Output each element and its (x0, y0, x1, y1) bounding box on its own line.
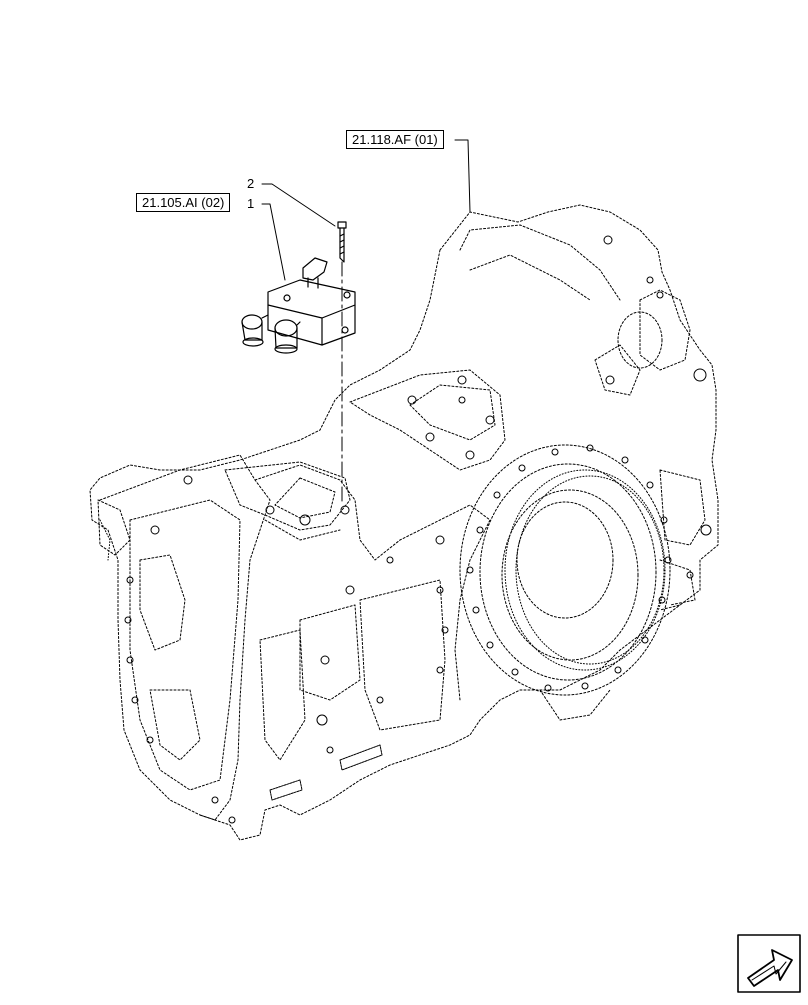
transmission-housing (89, 204, 719, 841)
gear-ring (99, 469, 666, 671)
embossed-lettering (269, 744, 383, 801)
valve-reference-label[interactable]: 21.105.AI (02) (136, 193, 231, 212)
callout-item-2: 2 (247, 176, 255, 191)
screw (337, 221, 347, 263)
bolt-holes (124, 235, 712, 824)
valve-assembly (241, 257, 356, 354)
leader-lines (261, 139, 471, 281)
callout-item-1: 1 (247, 196, 255, 211)
next-page-arrow-icon[interactable] (737, 934, 801, 993)
transmission-reference-label[interactable]: 21.118.AF (01) (346, 130, 444, 149)
